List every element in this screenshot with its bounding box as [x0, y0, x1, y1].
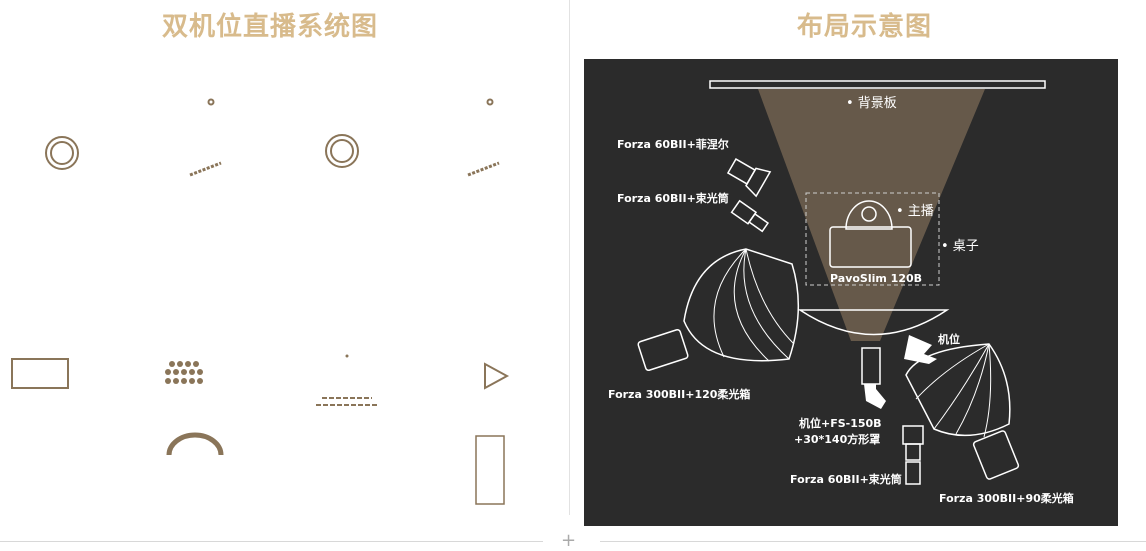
divider-line	[569, 0, 570, 515]
layout-drawing: • 背景板 • 主播 • 桌子 PavoSlim 120B Forza 60BI…	[608, 80, 1074, 505]
camera-fs-icon	[861, 347, 886, 409]
dot-icon	[207, 98, 215, 106]
camera-2-lens-icon	[325, 134, 359, 168]
backdrop-icon	[709, 80, 1046, 89]
camera-label: 机位	[938, 332, 960, 346]
layout-diagram-title: 布局示意图	[797, 12, 933, 42]
snoot-light-top-icon	[730, 199, 770, 233]
keypad-icon	[165, 361, 203, 384]
desk-label: • 桌子	[941, 239, 979, 254]
cable-icon	[189, 161, 222, 177]
backdrop-label: • 背景板	[846, 96, 897, 111]
forza60-snoot-top-label: Forza 60BII+束光筒	[617, 191, 729, 205]
camera-fs-label-line2: +30*140方形罩	[794, 432, 880, 446]
host-label: • 主播	[896, 204, 934, 219]
dot-icon	[486, 98, 494, 106]
forza300-120-label: Forza 300BII+120柔光箱	[608, 387, 750, 401]
system-diagram-title: 双机位直播系统图	[162, 12, 379, 42]
system-diagram	[11, 98, 510, 505]
host-icon	[845, 200, 893, 230]
stand-panel-icon	[475, 435, 505, 505]
arc-stand-icon	[166, 432, 224, 456]
fresnel-light-icon	[726, 158, 772, 198]
cable-icon	[467, 161, 500, 177]
softbox-90-icon	[905, 343, 1020, 480]
camera-1-lens-icon	[45, 136, 79, 170]
keyboard-icon	[316, 397, 378, 406]
softbox-120-icon	[637, 248, 799, 372]
bottom-rule-right	[600, 541, 1146, 542]
bottom-rule-left	[0, 541, 543, 542]
camera-fs-label-line1: 机位+FS-150B	[799, 416, 882, 430]
crosshair-icon: +	[561, 530, 577, 551]
layout-panel: • 背景板 • 主播 • 桌子 PavoSlim 120B Forza 60BI…	[584, 59, 1118, 526]
forza300-90-label: Forza 300BII+90柔光箱	[939, 491, 1074, 505]
light-cone	[758, 89, 985, 341]
host-zone	[805, 192, 940, 286]
play-icon	[484, 362, 510, 390]
snoot-light-bottom-icon	[902, 425, 924, 485]
pavoslim-panel-icon	[797, 309, 950, 336]
desk-icon	[829, 226, 912, 268]
monitor-icon	[11, 358, 69, 389]
forza60-fresnel-label: Forza 60BII+菲涅尔	[617, 137, 729, 151]
forza60-snoot-bottom-label: Forza 60BII+束光筒	[790, 472, 902, 486]
dot-icon	[345, 354, 349, 358]
pavo-label: PavoSlim 120B	[830, 272, 922, 285]
